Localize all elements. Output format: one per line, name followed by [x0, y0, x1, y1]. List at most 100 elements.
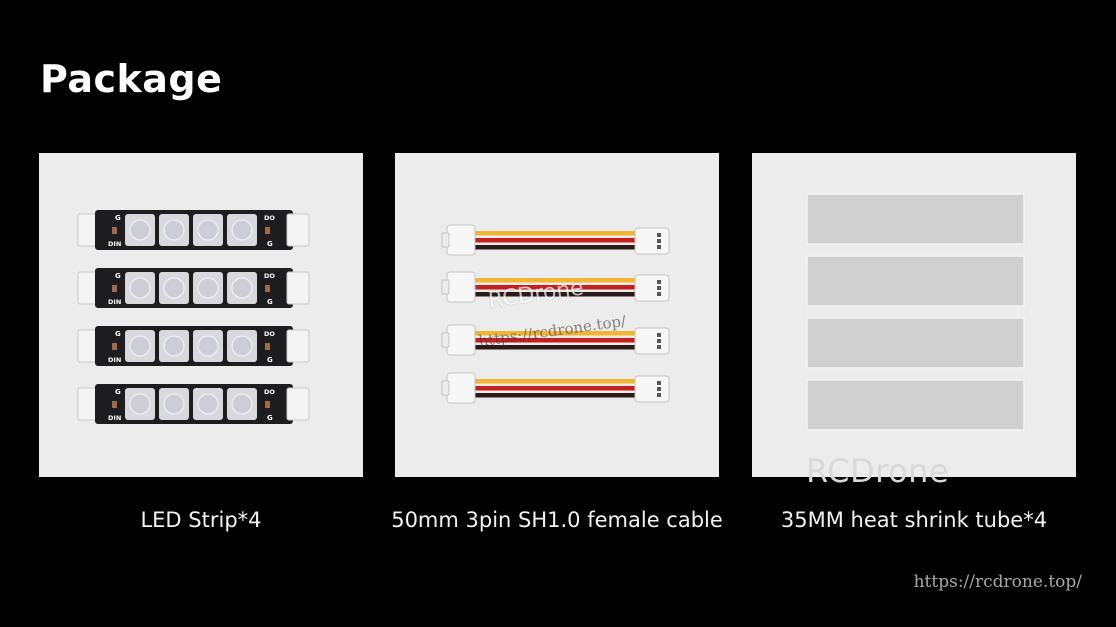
pad-label-din: DIN: [108, 298, 121, 306]
cable: [441, 324, 670, 356]
resistor: [265, 343, 270, 350]
cable-caption: 50mm 3pin SH1.0 female cable: [391, 508, 723, 532]
cable: [441, 372, 670, 404]
wire: [469, 379, 637, 384]
resistor: [265, 401, 270, 408]
led-lens: [197, 393, 219, 415]
heat-shrink-tube: [806, 193, 1025, 245]
plug-pin: [657, 233, 661, 237]
plug-pin: [657, 333, 661, 337]
plug-pin: [657, 339, 661, 343]
pad-label-do: DO: [264, 214, 275, 222]
led-lens: [163, 393, 185, 415]
heat-shrink-tube: [806, 379, 1025, 431]
led-lens: [231, 335, 253, 357]
pad-label-do: DO: [264, 272, 275, 280]
plug-left: [446, 324, 476, 356]
resistor: [112, 285, 117, 292]
connector-right: [286, 387, 310, 421]
led-lens: [163, 277, 185, 299]
connector-right: [286, 271, 310, 305]
led-strip: G DIN DO G: [77, 210, 310, 250]
pad-label-do: DO: [264, 330, 275, 338]
pad-label-g: G: [115, 214, 121, 222]
cable-panel: [395, 153, 719, 477]
wire: [469, 238, 637, 243]
led-lens: [197, 335, 219, 357]
led-lens: [231, 277, 253, 299]
led-lens: [129, 393, 151, 415]
plug-pin: [657, 393, 661, 397]
wire: [469, 338, 637, 343]
pad-label-g: G: [267, 298, 273, 306]
heat-shrink-tube: [806, 255, 1025, 307]
pad-label-do: DO: [264, 388, 275, 396]
plug-latch: [441, 380, 450, 396]
plug-pin: [657, 280, 661, 284]
pad-label-din: DIN: [108, 414, 121, 422]
pad-label-g: G: [267, 414, 273, 422]
watermark-url: https://rcdrone.top/: [913, 572, 1082, 592]
connector-right: [286, 213, 310, 247]
plug-right: [634, 327, 670, 355]
pad-label-g: G: [115, 388, 121, 396]
plug-pin: [657, 286, 661, 290]
wire: [469, 386, 637, 391]
plug-pin: [657, 292, 661, 296]
pad-label-din: DIN: [108, 240, 121, 248]
wire: [469, 393, 637, 398]
led-lens: [163, 335, 185, 357]
resistor: [112, 227, 117, 234]
led-lens: [129, 335, 151, 357]
plug-latch: [441, 232, 450, 248]
wire: [469, 292, 637, 297]
led-lens: [129, 219, 151, 241]
plug-latch: [441, 279, 450, 295]
resistor: [112, 401, 117, 408]
led-lens: [197, 277, 219, 299]
resistor: [265, 285, 270, 292]
pad-label-g: G: [115, 272, 121, 280]
pad-label-g: G: [267, 240, 273, 248]
plug-right: [634, 227, 670, 255]
plug-latch: [441, 332, 450, 348]
led-strip: G DIN DO G: [77, 326, 310, 366]
heat-shrink-tube-panel: [752, 153, 1076, 477]
led-lens: [129, 277, 151, 299]
watermark-logo: RCDrone: [806, 452, 950, 490]
led-lens: [231, 219, 253, 241]
resistor: [265, 227, 270, 234]
led-strip-icon: G DIN DO G G DIN DO G G DIN DO G G DIN DO G: [77, 210, 310, 424]
wire: [469, 331, 637, 336]
plug-right: [634, 375, 670, 403]
plug-right: [634, 274, 670, 302]
cable: [441, 271, 670, 303]
wire: [469, 278, 637, 283]
heat-shrink-tube: [806, 317, 1025, 369]
cable-icon: [441, 224, 670, 404]
wire: [469, 345, 637, 350]
led-strip-panel: G DIN DO G G DIN DO G G DIN DO G G DIN DO G: [39, 153, 363, 477]
page-title: Package: [40, 57, 223, 101]
connector-right: [286, 329, 310, 363]
led-strip: G DIN DO G: [77, 384, 310, 424]
led-lens: [231, 393, 253, 415]
led-lens: [163, 219, 185, 241]
heat-shrink-tube-caption: 35MM heat shrink tube*4: [780, 508, 1048, 532]
pad-label-g: G: [115, 330, 121, 338]
plug-pin: [657, 345, 661, 349]
wire: [469, 245, 637, 250]
pad-label-g: G: [267, 356, 273, 364]
led-strip-caption: LED Strip*4: [140, 508, 262, 532]
resistor: [112, 343, 117, 350]
cable: [441, 224, 670, 256]
pad-label-din: DIN: [108, 356, 121, 364]
plug-left: [446, 372, 476, 404]
led-strip: G DIN DO G: [77, 268, 310, 308]
plug-pin: [657, 387, 661, 391]
plug-left: [446, 271, 476, 303]
wire: [469, 285, 637, 290]
plug-left: [446, 224, 476, 256]
plug-pin: [657, 239, 661, 243]
plug-pin: [657, 245, 661, 249]
